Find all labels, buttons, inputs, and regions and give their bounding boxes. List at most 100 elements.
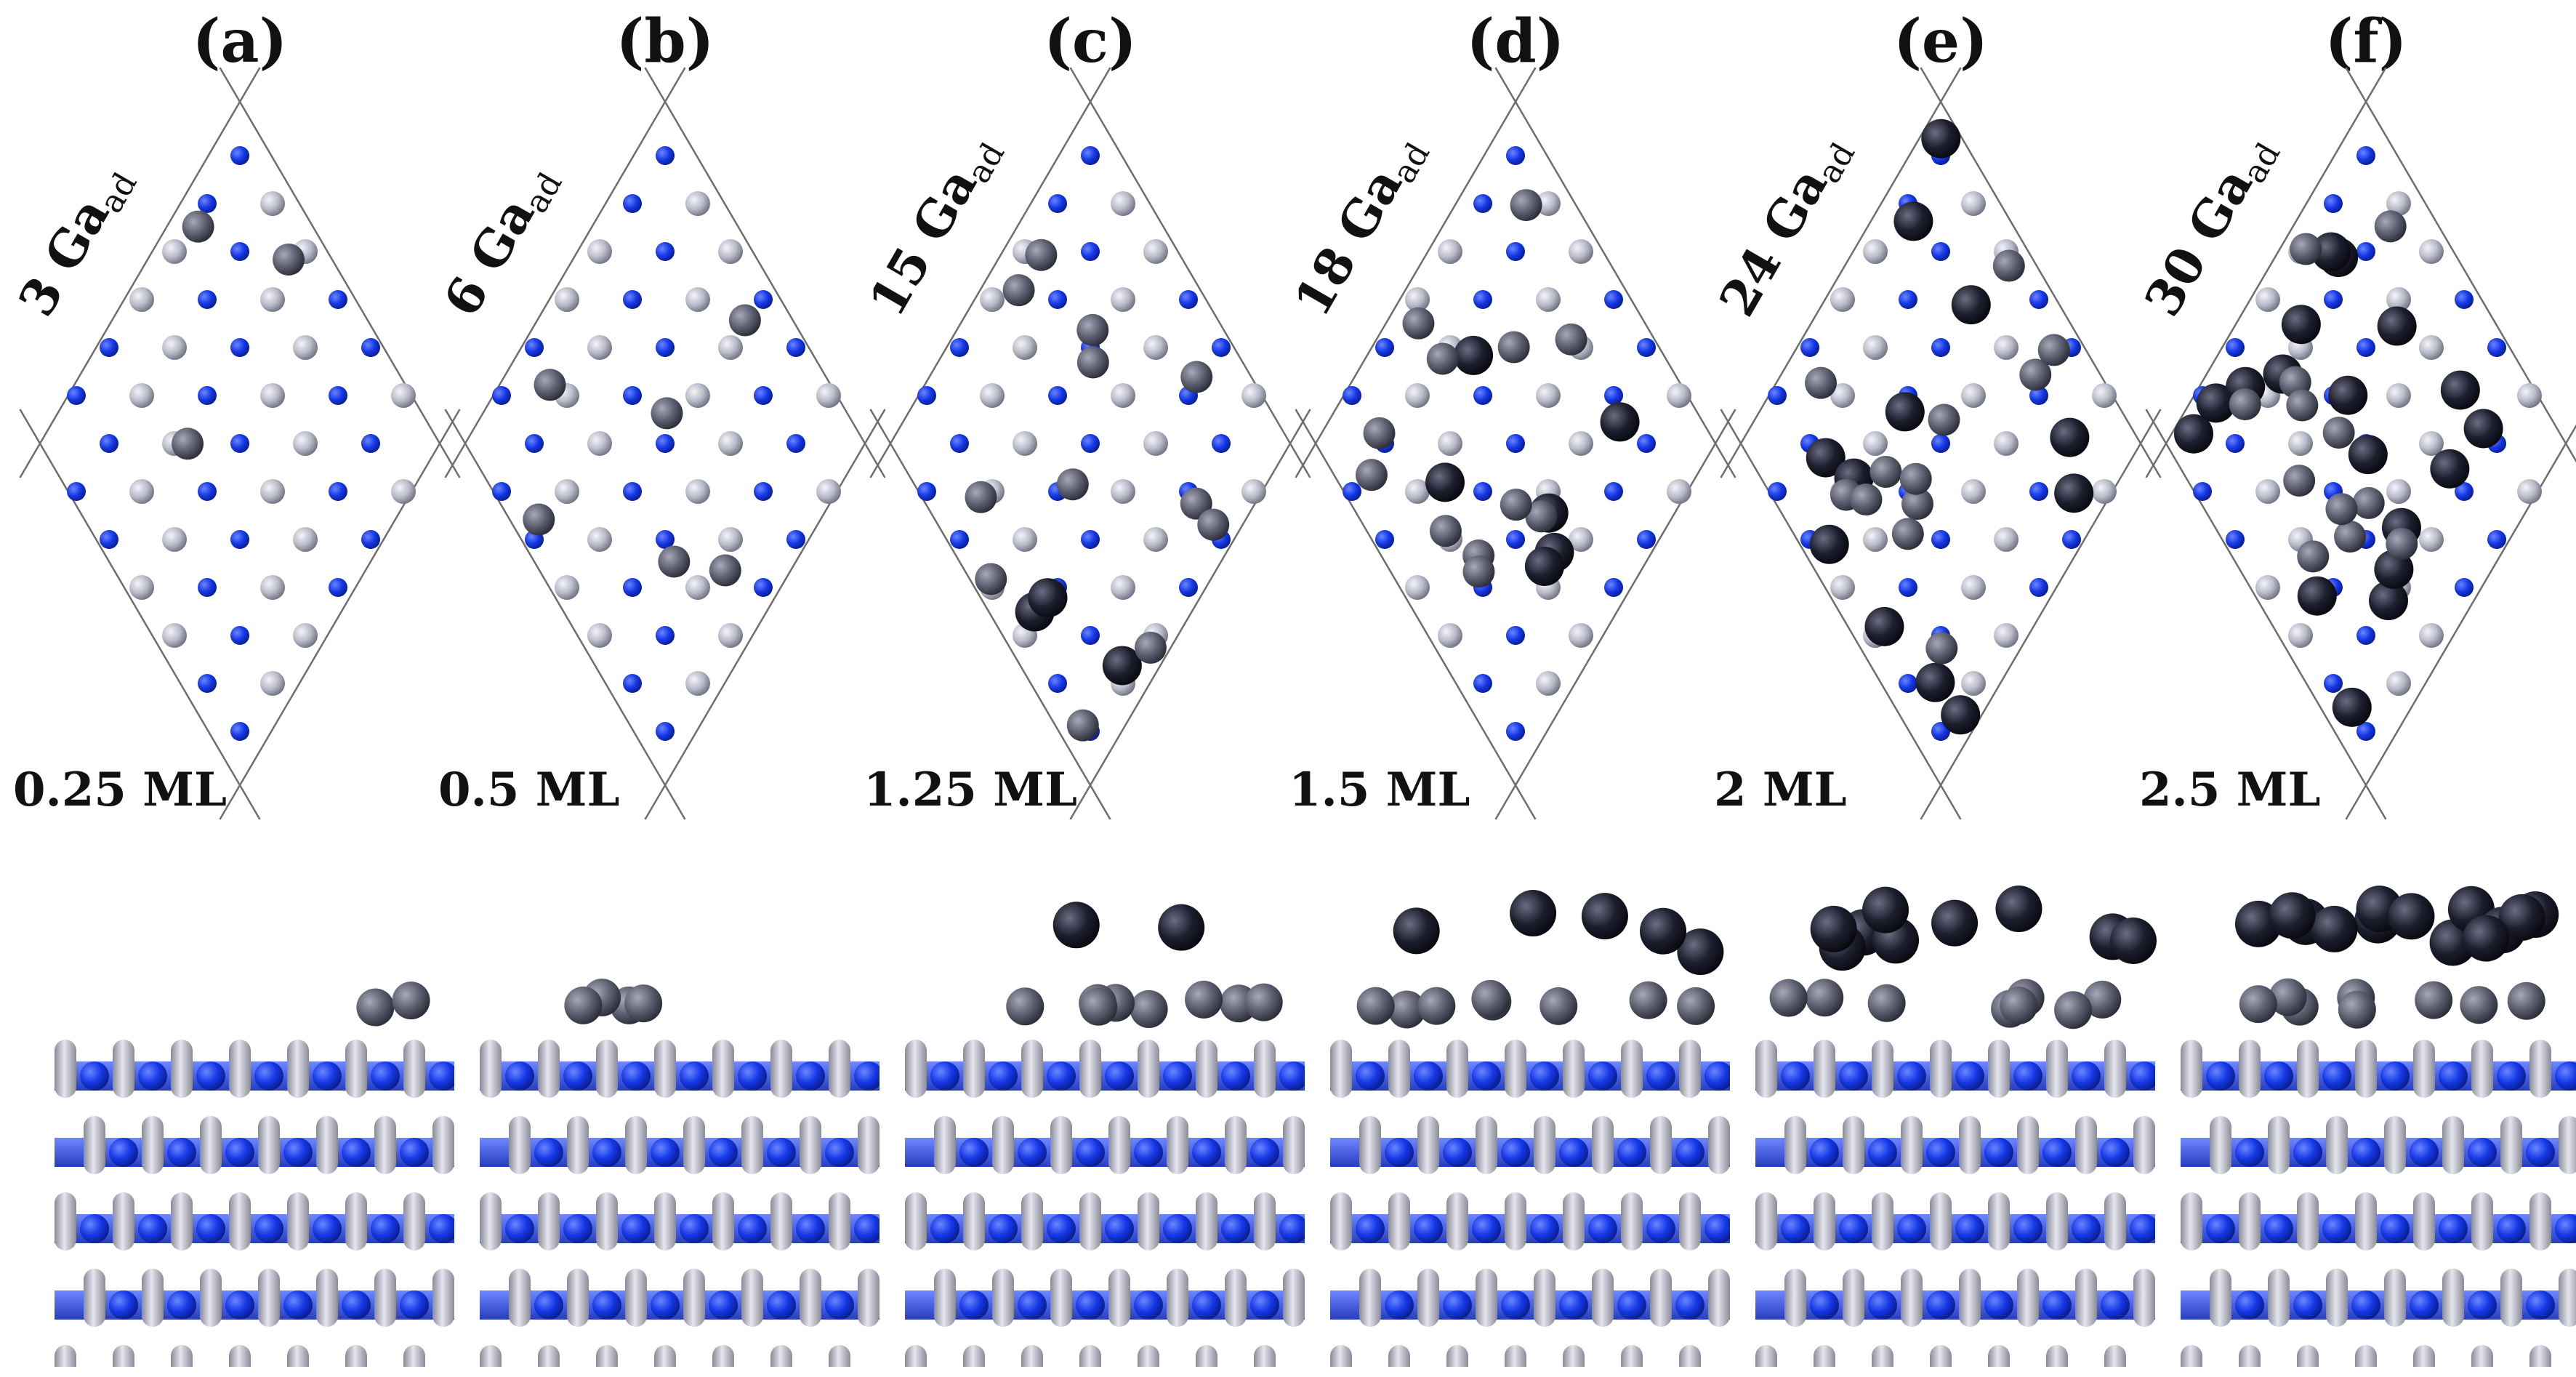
nitrogen-atom [1375,338,1394,357]
ga-adatom [728,304,761,337]
nitrogen-atom [1048,194,1067,213]
panel-label: (f) [2325,7,2407,76]
cell-edge [444,67,686,478]
adatom-count: 15 Ga [858,158,989,326]
nitrogen-substrate-atom [1356,1061,1385,1091]
ga-adatom-side [2269,978,2307,1016]
nitrogen-atom [754,386,773,405]
gallium-atom [2288,623,2313,648]
gallium-atom [1863,527,1888,552]
ga-adatom [2352,486,2385,519]
gallium-substrate-atom [142,1116,164,1174]
nitrogen-atom [100,338,118,357]
gallium-atom [816,479,841,504]
gallium-substrate-atom [2471,1192,2493,1250]
gallium-substrate-atom [2384,1116,2406,1174]
gallium-atom [1569,431,1593,456]
nitrogen-atom [656,626,675,645]
nitrogen-substrate-atom [738,1214,767,1243]
nitrogen-substrate-atom [342,1290,371,1320]
gallium-atom [162,239,187,264]
nitrogen-substrate-atom [1617,1290,1646,1320]
gallium-atom [2419,335,2444,360]
ga-adatom-side [1677,987,1715,1025]
gallium-atom [1111,479,1135,504]
nitrogen-substrate-atom [563,1214,592,1243]
gallium-substrate-atom [654,1345,676,1367]
nitrogen-substrate-atom [400,1290,429,1320]
nitrogen-substrate-atom [1675,1290,1704,1320]
nitrogen-substrate-atom [1897,1214,1926,1243]
nitrogen-substrate-atom [2072,1214,2101,1243]
nitrogen-substrate-atom [709,1138,738,1167]
nitrogen-substrate-atom [1443,1138,1472,1167]
ga-adatom [1869,456,1902,489]
ga-adatom-second-layer [2297,576,2337,616]
nitrogen-substrate-atom [2439,1061,2468,1091]
ga-adatom-second-layer [1806,438,1846,478]
gallium-atom [293,335,318,360]
gallium-substrate-atom [770,1192,792,1250]
gallium-atom [1830,287,1855,312]
nitrogen-substrate-atom [825,1290,854,1320]
gallium-substrate-atom [229,1345,251,1367]
nitrogen-substrate-atom [1588,1061,1617,1091]
ga-adatom-second-layer [1864,606,1904,646]
nitrogen-substrate-atom [371,1214,400,1243]
nitrogen-atom [1800,338,1819,357]
nitrogen-substrate-atom [1617,1138,1646,1167]
nitrogen-substrate-atom [1501,1138,1530,1167]
nitrogen-atom [2029,578,2048,597]
gallium-substrate-atom [1679,1040,1701,1098]
gallium-substrate-atom [2500,1116,2522,1174]
gallium-atom [587,431,612,456]
gallium-substrate-atom [1708,1269,1730,1327]
ga-adatom [1025,238,1058,271]
nitrogen-substrate-atom [80,1367,109,1377]
gallium-atom [1438,239,1462,264]
gallium-substrate-atom [741,1269,763,1327]
nitrogen-substrate-atom [1163,1061,1192,1091]
nitrogen-substrate-atom [2497,1214,2526,1243]
nitrogen-atom [2356,146,2375,165]
gallium-atom [2386,479,2411,504]
gallium-atom [1438,431,1462,456]
ga-adatom [1925,632,1958,665]
gallium-substrate-atom [2355,1040,2377,1098]
ga-adatom [1355,459,1388,491]
gallium-substrate-atom [2210,1116,2231,1174]
coverage-label: 0.5 ML [438,763,619,817]
gallium-atom [1830,383,1855,408]
gallium-atom [2517,479,2542,504]
gallium-substrate-atom [2181,1192,2202,1250]
ga-adatom [1426,342,1459,375]
gallium-atom [2517,383,2542,408]
nitrogen-substrate-atom [767,1290,796,1320]
nitrogen-substrate-atom [1163,1214,1192,1243]
gallium-atom [718,527,743,552]
nitrogen-atom [950,434,969,453]
ga-adatom [172,427,204,460]
side-view [2181,886,2576,1367]
gallium-atom [980,287,1005,312]
ga-adatom [1891,518,1924,550]
gallium-substrate-atom [2133,1269,2155,1327]
nitrogen-substrate-atom [854,1214,880,1243]
gallium-substrate-atom [1901,1269,1923,1327]
gallium-substrate-atom [1505,1192,1526,1250]
gallium-atom [260,383,285,408]
gallium-substrate-atom [1417,1269,1439,1327]
ga-adatom [1510,189,1542,222]
gallium-atom [1013,431,1037,456]
nitrogen-substrate-atom [2264,1061,2293,1091]
nitrogen-atom [1081,146,1100,165]
nitrogen-substrate-atom [680,1367,709,1377]
nitrogen-atom [786,530,805,549]
nitrogen-substrate-atom [1646,1367,1675,1377]
gallium-atom [718,239,743,264]
nitrogen-atom [2029,290,2048,309]
ga-adatom-second-layer-side [1677,928,1724,976]
top-view [1295,67,1736,820]
side-view [480,979,880,1377]
